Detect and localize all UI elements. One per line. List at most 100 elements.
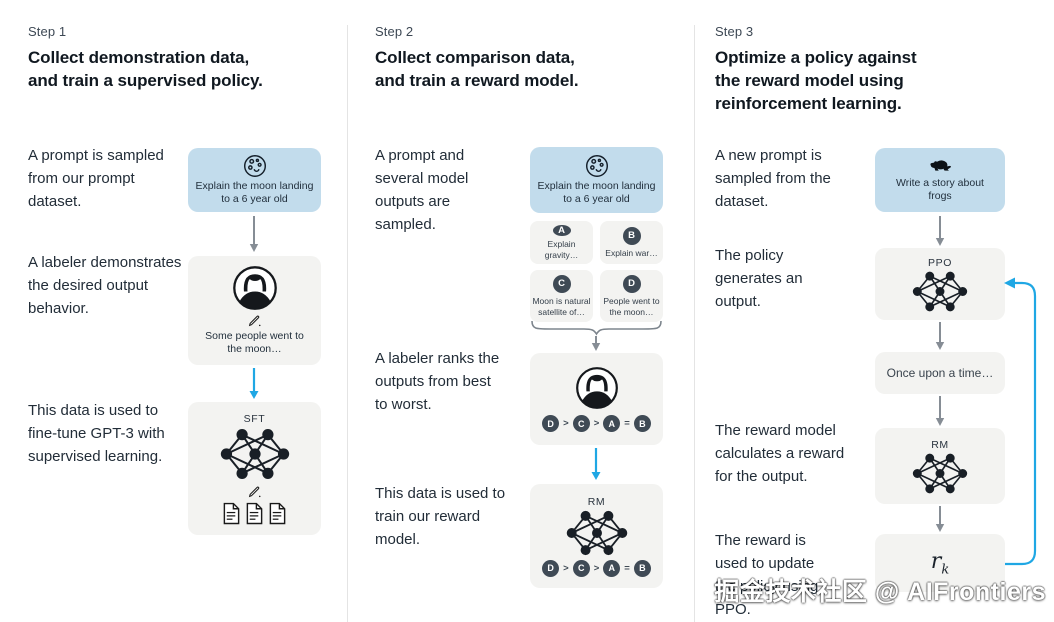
watermark: 掘金技术社区 @ AIFrontiers — [714, 578, 1046, 606]
step1-caption-finetune: This data is used to fine-tune GPT-3 wit… — [28, 402, 165, 465]
step1-prompt-text: Explain the moon landing to a 6 year old — [195, 179, 314, 206]
step3-title: Optimize a policy against the reward mod… — [715, 46, 917, 115]
brace-converge — [531, 320, 662, 336]
step3-prompt-text: Write a story about frogs — [896, 176, 984, 203]
pencil-icon — [249, 486, 262, 498]
step2-title-line2: and train a reward model. — [375, 71, 579, 90]
step2-prompt-text: Explain the moon landing to a 6 year old — [537, 179, 656, 206]
ranking-row: D > C > A = B — [542, 559, 651, 577]
step3-output-box: Once upon a time… — [875, 352, 1005, 394]
step1-labeler-box: Some people went to the moon… — [188, 256, 321, 365]
document-icon — [269, 502, 286, 524]
ranking-row: D > C > A = B — [542, 415, 651, 432]
arrow-ppo-to-output — [935, 322, 945, 350]
feedback-arrow-reward-to-ppo — [1004, 277, 1037, 566]
output-text-a: Explain gravity… — [544, 238, 579, 260]
step3-rm-box: RM — [875, 428, 1005, 504]
rank-separator: = — [624, 562, 630, 574]
step2-labeler-box: D > C > A = B — [530, 353, 663, 445]
column-divider-2 — [694, 25, 695, 622]
step3-output-text: Once upon a time… — [886, 366, 994, 380]
step2-title-line1: Collect comparison data, — [375, 48, 575, 67]
reward-symbol: rk — [930, 548, 950, 578]
neural-network-icon — [220, 428, 289, 479]
moon-icon — [243, 154, 266, 177]
output-card-d: D People went to the moon… — [600, 270, 663, 322]
rank-chip-d: D — [542, 559, 560, 577]
step3-reward-box: rk — [875, 534, 1005, 592]
rank-chip-c: C — [572, 559, 590, 577]
arrow-step1-labeler-to-sft — [249, 368, 259, 399]
step1-title: Collect demonstration data, and train a … — [28, 46, 263, 92]
step1-demo-text: Some people went to the moon… — [205, 329, 304, 356]
output-chip-d: D — [622, 274, 641, 293]
step3-caption-sample: A new prompt is sampled from the dataset… — [715, 147, 831, 210]
rm-label: RM — [587, 495, 606, 508]
output-text-c: Moon is natural satellite of… — [532, 295, 591, 317]
step3-ppo-box: PPO — [875, 248, 1005, 320]
rank-chip-b: B — [633, 415, 651, 432]
rank-separator: > — [563, 562, 569, 574]
arrow-rm-to-reward — [935, 506, 945, 532]
output-card-b: B Explain war… — [600, 221, 663, 264]
output-card-a: A Explain gravity… — [530, 221, 593, 264]
sft-label: SFT — [243, 412, 266, 425]
step1-prompt-box: Explain the moon landing to a 6 year old — [188, 148, 321, 212]
arrow-step2-labeler-to-rm — [591, 448, 601, 480]
step3-prompt-box: Write a story about frogs — [875, 148, 1005, 212]
rank-separator: > — [593, 418, 600, 429]
output-chip-c: C — [552, 274, 571, 293]
labeler-avatar-icon — [232, 265, 278, 311]
step2-rm-box: RM D > C > A = B — [530, 484, 663, 588]
arrow-step1-prompt-to-labeler — [249, 216, 259, 252]
step1-caption-sample: A prompt is sampled from our prompt data… — [28, 147, 164, 210]
rank-separator: > — [563, 418, 569, 429]
arrow-outputs-to-labeler — [591, 336, 601, 351]
step3-label: Step 3 — [715, 24, 754, 39]
documents-row — [222, 502, 287, 525]
step3-title-line1: Optimize a policy against — [715, 48, 917, 67]
neural-network-icon — [912, 453, 968, 493]
rank-chip-c: C — [572, 415, 590, 432]
output-chip-b: B — [622, 226, 641, 245]
step3-caption-reward: The reward model calculates a reward for… — [715, 422, 845, 485]
neural-network-icon — [566, 510, 627, 555]
rank-chip-b: B — [633, 559, 651, 577]
step1-label: Step 1 — [28, 24, 67, 39]
output-text-d: People went to the moon… — [603, 295, 660, 317]
neural-network-icon — [912, 271, 968, 311]
step2-caption-rank: A labeler ranks the outputs from best to… — [375, 350, 500, 413]
step2-title: Collect comparison data, and train a rew… — [375, 46, 579, 92]
step1-caption-demonstrate: A labeler demonstrates the desired outpu… — [28, 254, 182, 317]
step1-title-line2: and train a supervised policy. — [28, 71, 263, 90]
step3-caption-generate: The policy generates an output. — [715, 247, 803, 310]
model-outputs-grid: A Explain gravity… B Explain war… C Moon… — [530, 221, 663, 322]
step3-title-line3: reinforcement learning. — [715, 94, 902, 113]
rank-chip-d: D — [542, 415, 560, 432]
arrow-step3-prompt-to-ppo — [935, 216, 945, 246]
rank-separator: = — [624, 418, 630, 429]
moon-icon — [585, 154, 608, 177]
step2-caption-train: This data is used to train our reward mo… — [375, 485, 506, 548]
output-card-c: C Moon is natural satellite of… — [530, 270, 593, 322]
rank-chip-a: A — [603, 415, 621, 432]
frog-icon — [930, 159, 951, 171]
arrow-output-to-rm — [935, 396, 945, 426]
output-text-b: Explain war… — [605, 247, 658, 258]
rank-chip-a: A — [603, 559, 621, 577]
step1-sft-box: SFT — [188, 402, 321, 535]
labeler-avatar-icon — [575, 366, 619, 410]
ppo-label: PPO — [928, 256, 952, 269]
pencil-icon — [249, 315, 262, 327]
rm-label: RM — [931, 438, 949, 451]
output-chip-a: A — [552, 224, 571, 236]
step2-label: Step 2 — [375, 24, 414, 39]
step3-caption-update: The reward is used to update the policy … — [715, 532, 819, 618]
step3-title-line2: the reward model using — [715, 71, 904, 90]
step2-caption-sample: A prompt and several model outputs are s… — [375, 147, 469, 233]
rank-separator: > — [593, 562, 600, 574]
column-divider-1 — [347, 25, 348, 622]
step2-prompt-box: Explain the moon landing to a 6 year old — [530, 147, 663, 213]
document-icon — [246, 502, 263, 524]
